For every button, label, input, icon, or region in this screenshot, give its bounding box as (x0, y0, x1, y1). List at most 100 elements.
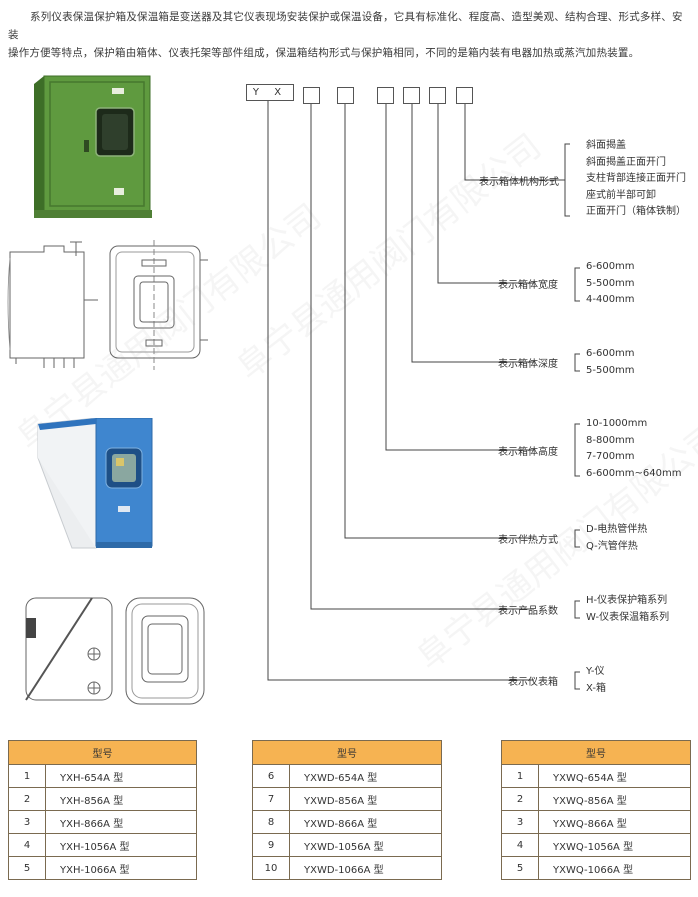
model-name: YXH-1056A 型 (45, 833, 197, 857)
legend-option: X-箱 (586, 682, 606, 694)
model-name: YXWD-1066A 型 (289, 856, 442, 880)
legend-option: 座式前半部可卸 (586, 189, 656, 201)
row-number: 9 (252, 833, 290, 857)
code-box-structure (456, 87, 473, 104)
row-number: 6 (252, 764, 290, 788)
legend-option: H-仪表保护箱系列 (586, 595, 668, 606)
intro-line: 操作方便等特点，保护箱由箱体、仪表托架等部件组成，保温箱结构形式与保护箱相同，不… (8, 47, 640, 59)
legend-options-width: 6-600mm 5-500mm 4-400mm (586, 259, 635, 309)
row-number: 2 (501, 787, 539, 811)
row-number: 7 (252, 787, 290, 811)
code-box-depth (403, 87, 420, 104)
legend-option: 6-600mm~640mm (586, 467, 682, 479)
code-box-heating (337, 87, 354, 104)
model-name: YXWQ-856A 型 (538, 787, 691, 811)
legend-options-instrument-box: Y-仪 X-箱 (586, 664, 606, 697)
model-name: YXWQ-654A 型 (538, 764, 691, 788)
row-number: 4 (501, 833, 539, 857)
legend-option: W-仪表保温箱系列 (586, 611, 670, 623)
legend-option: 8-800mm (586, 434, 635, 446)
legend-option: 斜面揭盖正面开门 (586, 156, 666, 168)
row-number: 1 (501, 764, 539, 788)
legend-options-height: 10-1000mm 8-800mm 7-700mm 6-600mm~640mm (586, 416, 682, 482)
model-name: YXWD-866A 型 (289, 810, 442, 834)
side-view-drawing-2 (25, 597, 113, 701)
model-name: YXWD-856A 型 (289, 787, 442, 811)
row-number: 3 (501, 810, 539, 834)
front-view-drawing (109, 240, 208, 370)
code-connector-lines (267, 100, 580, 690)
green-box-photo (34, 75, 152, 218)
legend-option: D-电热管伴热 (586, 524, 648, 535)
table-header: 型号 (252, 740, 442, 765)
model-name: YXWQ-1066A 型 (538, 856, 691, 880)
legend-label-instrument-box: 表示仪表箱 (508, 677, 558, 688)
legend-options-series: H-仪表保护箱系列 W-仪表保温箱系列 (586, 593, 669, 626)
row-number: 1 (8, 764, 46, 788)
code-prefix-box: Y X (246, 84, 294, 101)
legend-label-height: 表示箱体高度 (498, 447, 558, 458)
model-name: YXWQ-866A 型 (538, 810, 691, 834)
model-name: YXWD-654A 型 (289, 764, 442, 788)
model-name: YXH-866A 型 (45, 810, 197, 834)
legend-option: 支柱背部连接正面开门 (586, 173, 686, 184)
model-name: YXH-1066A 型 (45, 856, 197, 880)
legend-label-heating: 表示伴热方式 (498, 535, 558, 546)
model-name: YXH-856A 型 (45, 787, 197, 811)
legend-label-depth: 表示箱体深度 (498, 359, 558, 370)
row-number: 5 (8, 856, 46, 880)
table-header: 型号 (8, 740, 197, 765)
legend-label-series: 表示产品系数 (498, 606, 558, 617)
legend-option: 5-500mm (586, 364, 635, 376)
model-name: YXH-654A 型 (45, 764, 197, 788)
intro-paragraph: 系列仪表保温保护箱及保温箱是变送器及其它仪表现场安装保护或保温设备，它具有标准化… (8, 8, 692, 62)
code-box-product-series (303, 87, 320, 104)
row-number: 3 (8, 810, 46, 834)
row-number: 4 (8, 833, 46, 857)
legend-label-width: 表示箱体宽度 (498, 280, 558, 291)
row-number: 5 (501, 856, 539, 880)
legend-option: 正面开门（箱体铁制） (586, 206, 686, 217)
legend-label-structure: 表示箱体机构形式 (479, 177, 559, 188)
legend-option: 4-400mm (586, 294, 635, 305)
intro-line: 系列仪表保温保护箱及保温箱是变送器及其它仪表现场安装保护或保温设备，它具有标准化… (8, 11, 683, 41)
legend-options-depth: 6-600mm 5-500mm (586, 346, 635, 379)
row-number: 8 (252, 810, 290, 834)
code-box-height (377, 87, 394, 104)
legend-option: 6-600mm (586, 261, 635, 272)
legend-options-heating: D-电热管伴热 Q-汽管伴热 (586, 522, 647, 555)
model-name: YXWQ-1056A 型 (538, 833, 691, 857)
front-view-drawing-2 (125, 597, 205, 705)
table-header: 型号 (501, 740, 691, 765)
legend-option: 6-600mm (586, 348, 635, 359)
legend-options-structure: 斜面揭盖 斜面揭盖正面开门 支柱背部连接正面开门 座式前半部可卸 正面开门（箱体… (586, 138, 686, 221)
legend-option: 10-1000mm (586, 418, 648, 429)
side-view-drawing (7, 241, 98, 368)
model-name: YXWD-1056A 型 (289, 833, 442, 857)
legend-option: 7-700mm (586, 451, 635, 462)
legend-option: Y-仪 (586, 666, 605, 677)
row-number: 2 (8, 787, 46, 811)
legend-option: 斜面揭盖 (586, 140, 626, 151)
blue-box-photo (37, 418, 153, 549)
legend-option: 5-500mm (586, 277, 635, 289)
legend-option: Q-汽管伴热 (586, 540, 638, 552)
row-number: 10 (252, 856, 290, 880)
